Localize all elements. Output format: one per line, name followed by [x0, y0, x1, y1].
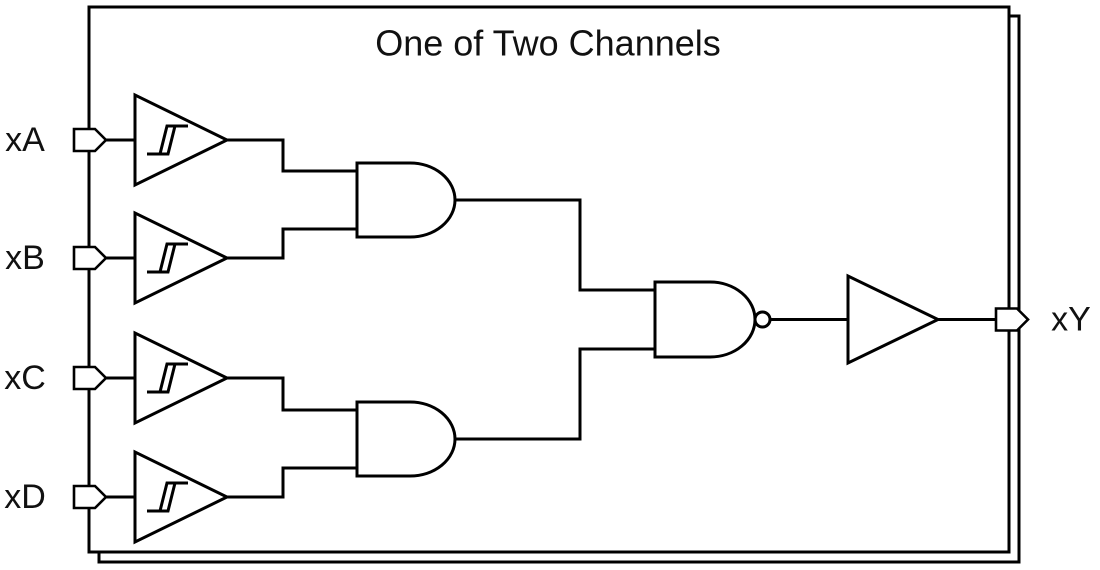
wire-xd-buffer-to-and2: [227, 466, 357, 499]
input-pin-icon-xb: [72, 245, 108, 271]
schmitt-buffer-xb: [133, 210, 231, 306]
inversion-bubble-icon: [753, 310, 772, 329]
input-label-xd: xD: [4, 478, 46, 516]
nand-gate: [653, 280, 772, 359]
input-label-xc: xC: [4, 359, 46, 397]
schmitt-buffer-xc: [133, 330, 231, 426]
buffer-triangle: [133, 330, 231, 426]
buffer-triangle: [133, 210, 231, 306]
output-pin-icon-xy: [994, 307, 1030, 332]
wire-and1-to-nand: [453, 198, 655, 292]
wire-xb-buffer-to-and1: [227, 227, 357, 260]
channel-box: [87, 5, 1011, 554]
and-gate-top: [355, 161, 457, 239]
buffer-triangle: [133, 449, 231, 545]
wire-xa-buffer-to-and1: [227, 138, 357, 173]
input-pin-icon-xd: [72, 484, 108, 510]
wire-and2-to-nand: [453, 347, 655, 441]
input-xc: xC: [4, 330, 231, 426]
hysteresis-icon: [147, 242, 188, 274]
hysteresis-icon: [147, 124, 188, 156]
output-buffer-triangle: [846, 273, 942, 366]
input-pin-icon-xa: [72, 127, 108, 153]
hysteresis-icon: [147, 481, 188, 513]
diagram-title: One of Two Channels: [375, 23, 721, 64]
input-label-xa: xA: [5, 121, 45, 159]
nand-gate-body: [653, 280, 757, 359]
and-gate-bottom: [355, 400, 457, 478]
input-xd: xD: [4, 449, 231, 545]
input-xa: xA: [5, 92, 231, 188]
output-label-xy: xY: [1051, 301, 1091, 339]
input-label-xb: xB: [5, 239, 45, 277]
input-pin-icon-xc: [72, 365, 108, 391]
schmitt-buffer-xa: [133, 92, 231, 188]
input-xb: xB: [5, 210, 231, 306]
schmitt-buffer-xd: [133, 449, 231, 545]
hysteresis-icon: [147, 362, 188, 394]
buffer-triangle: [133, 92, 231, 188]
wire-xc-buffer-to-and2: [227, 376, 357, 412]
